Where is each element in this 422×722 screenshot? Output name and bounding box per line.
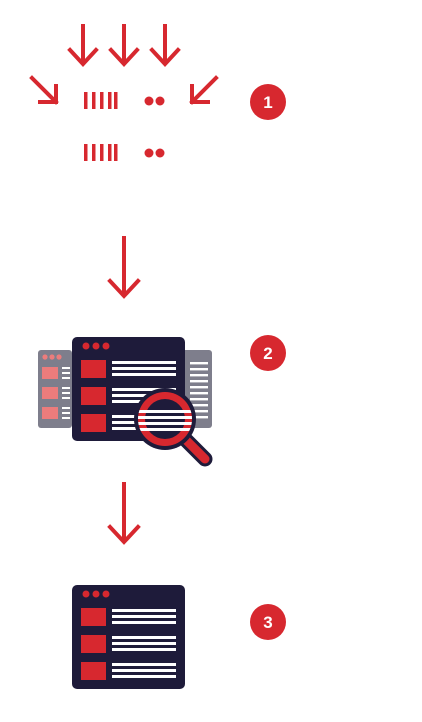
document-search-icon	[38, 337, 213, 467]
data-bars-icon	[84, 144, 118, 161]
flow-arrow-icon	[107, 236, 141, 299]
arrow-down-icon	[108, 24, 140, 67]
data-dots-icon	[144, 148, 165, 158]
background-document-left	[38, 350, 72, 428]
data-dots-icon	[144, 96, 165, 106]
step-number: 3	[263, 613, 272, 632]
flow-arrow-icon	[107, 482, 141, 545]
data-bars-icon	[84, 92, 118, 109]
data-collection-icon	[29, 24, 219, 161]
step-number: 2	[263, 344, 272, 363]
step-badge-3: 3	[250, 604, 286, 640]
arrow-diagonal-icon	[189, 75, 219, 105]
step-number: 1	[263, 93, 272, 112]
arrow-down-icon	[149, 24, 181, 67]
magnifier-icon	[134, 388, 213, 467]
arrow-down-icon	[67, 24, 99, 67]
step-badge-1: 1	[250, 84, 286, 120]
arrow-diagonal-icon	[29, 75, 59, 105]
step-badge-2: 2	[250, 335, 286, 371]
document-icon	[72, 585, 185, 689]
